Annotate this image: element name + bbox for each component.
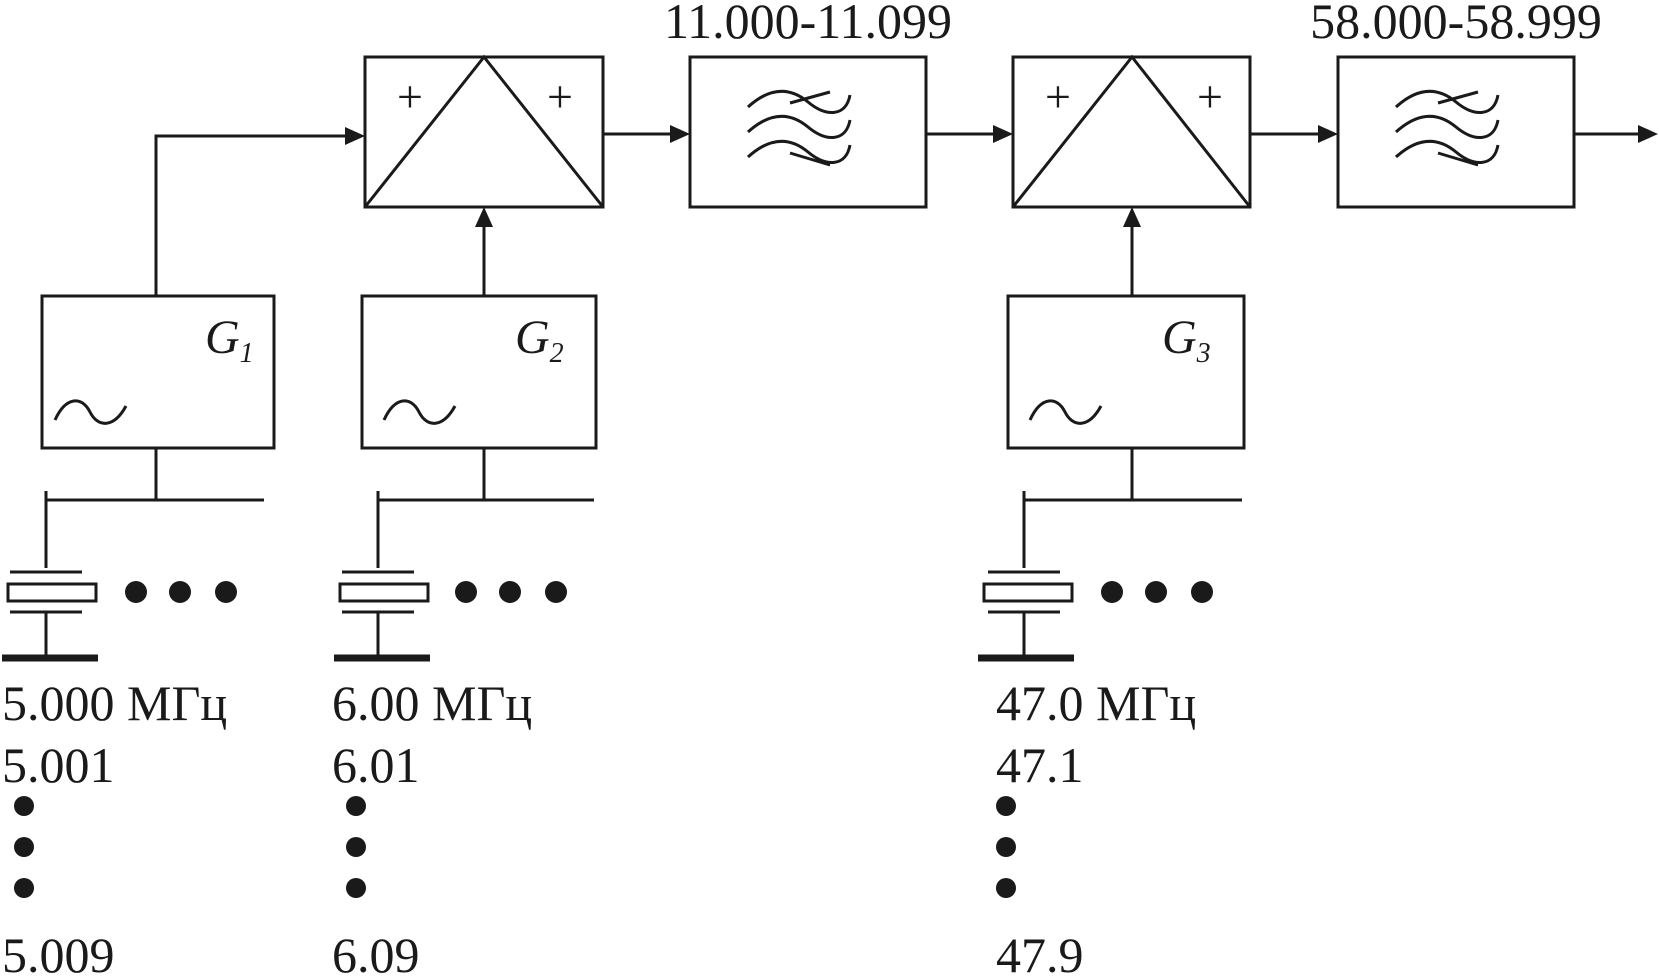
signal-connections [154,125,1658,296]
generator-g1-freq-last: 5.009 [2,927,115,976]
generator-g2-label: G2 [515,311,564,369]
generator-g3-sub: 3 [1196,338,1211,369]
bandpass-filter-icon [746,89,852,167]
mixer-1: + + [363,54,605,209]
generator-g3-label: G3 [1162,311,1211,369]
generator-g1: G1 + 5.000 МГц 5.001 5.009 [2,294,276,976]
generator-g2: G2 + 6.00 МГц 6.01 6.09 [332,294,598,976]
bandpass-filter-1: 11.000-11.099 [664,0,952,209]
quartz-crystal-icon [2,510,98,662]
oscillator-icon [53,399,128,425]
generator-g2-freq-second: 6.01 [332,737,420,793]
generator-g1-freq-second: 5.001 [2,737,115,793]
quartz-crystal-icon [334,510,430,662]
generator-g3-freq-second: 47.1 [996,737,1084,793]
generator-g1-freq-first: 5.000 МГц [2,675,227,731]
generator-g3: G3 + 47.0 МГц 47.1 47.9 [978,294,1246,976]
mixer-1-input-sign: + [397,71,423,122]
oscillator-icon [382,399,457,425]
generator-g2-sub: 2 [550,338,564,369]
oscillator-icon [1028,399,1103,425]
generator-g2-freq-last: 6.09 [332,927,420,976]
generator-g1-label: G1 [205,311,254,369]
generator-g1-sub: 1 [240,338,254,369]
bandpass-filter-2: 58.000-58.999 [1310,0,1602,209]
generator-g2-name: G [515,311,550,364]
filter-2-band-label: 58.000-58.999 [1310,0,1602,49]
quartz-crystal-icon [978,510,1074,662]
mixer-1-lo-sign: + [547,71,573,122]
generator-g3-freq-last: 47.9 [996,927,1084,976]
bandpass-filter-icon [1394,89,1500,167]
generator-g1-name: G [205,311,240,364]
generator-g3-name: G [1162,311,1197,364]
generator-g2-freq-first: 6.00 МГц [332,675,532,731]
filter-1-band-label: 11.000-11.099 [664,0,952,49]
mixer-2: + + [1011,54,1252,209]
generator-g3-freq-first: 47.0 МГц [996,675,1196,731]
mixer-2-input-sign: + [1045,71,1071,122]
mixer-2-lo-sign: + [1197,71,1223,122]
